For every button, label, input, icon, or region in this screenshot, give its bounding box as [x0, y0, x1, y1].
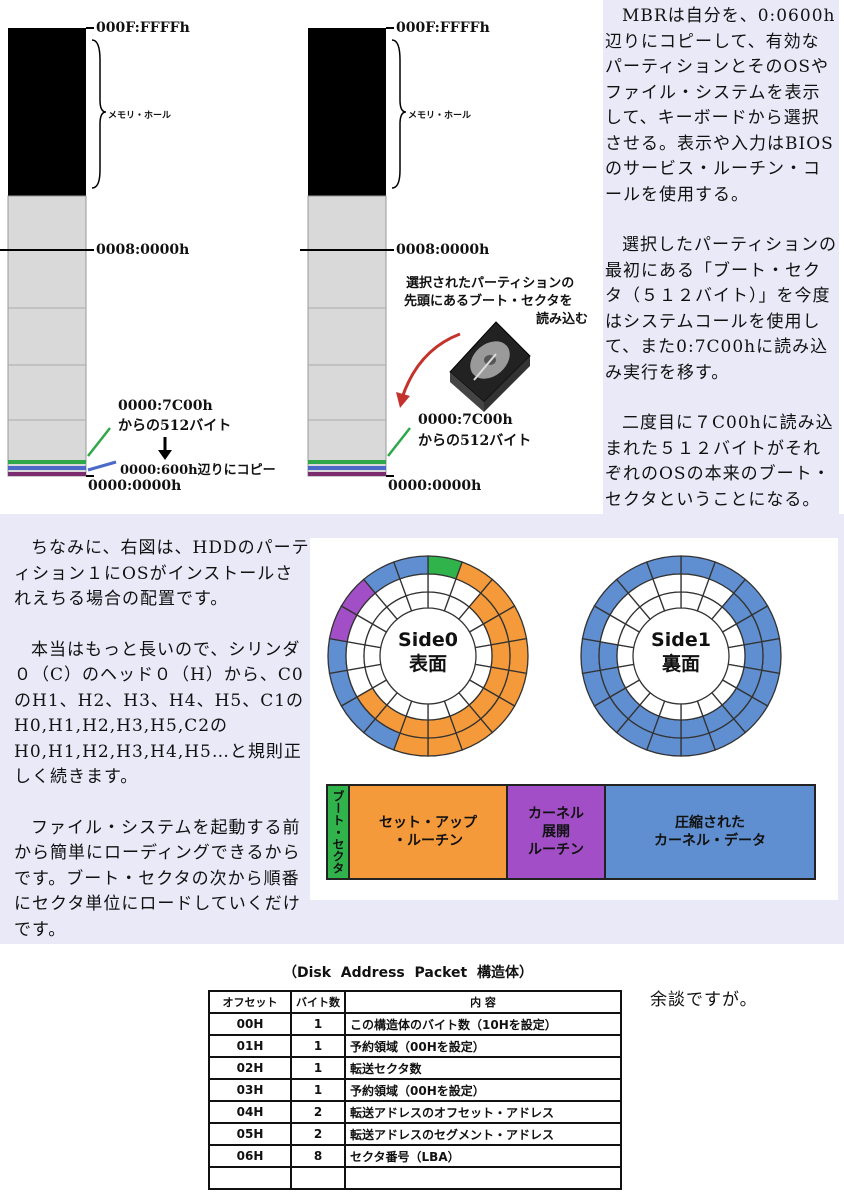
disk-sector [345, 641, 366, 671]
load-annotation-1: 選択されたパーティションの [406, 276, 575, 291]
offset-cell [208, 1166, 292, 1190]
bottom-address-left: 0000:0000h [88, 478, 182, 494]
disk-sector [743, 641, 764, 671]
memory-map-left: 000F:FFFFh メモリ・ホール 0008:0000h 0000:7C00h… [0, 0, 300, 510]
bytes-cell [290, 1166, 346, 1190]
aside-note: 余談ですが。 [650, 990, 758, 1010]
disk-sector [327, 637, 348, 675]
left-paragraph: ちなみに、右図は、HDDのパーティション１にOSがインストールされえちる場合の配… [14, 538, 310, 609]
copy-label: 0000:600h辺りにコピー [120, 463, 276, 478]
offset-cell: 00H [208, 1012, 292, 1036]
side0-line2: 表面 [408, 653, 447, 675]
content-cell: 転送アドレスのオフセット・アドレス [344, 1100, 622, 1124]
bytes-cell: 8 [290, 1144, 346, 1168]
left-paragraph: ファイル・システムを起動する前から簡単にローディングできるからです。ブート・セク… [14, 817, 301, 940]
offset-cell: 01H [208, 1034, 292, 1058]
content-cell: この構造体のバイト数（10Hを設定） [344, 1012, 622, 1036]
boot-sector-block: ブート・セクタ [328, 786, 350, 878]
header-offset: オフセット [208, 990, 292, 1014]
mid-address-left: 0008:0000h [96, 242, 190, 258]
disk-sector [727, 644, 746, 668]
disk-sector [580, 637, 601, 675]
side0-line1: Side0 [398, 629, 458, 651]
disk-platters [327, 555, 782, 757]
load-annotation-3: 読み込む [536, 312, 589, 327]
dap-table-header: オフセット バイト数 内 容 [208, 990, 622, 1014]
content-cell: 予約領域（00Hを設定） [344, 1078, 622, 1102]
bytes-cell: 2 [290, 1100, 346, 1124]
hard-disk-icon [449, 321, 531, 412]
offset-cell: 06H [208, 1144, 292, 1168]
load-annotation-2: 先頭にあるブート・セクタを [404, 294, 573, 309]
side1-line2: 裏面 [661, 653, 700, 675]
kernel-expand-block: カーネル 展開 ルーチン [508, 786, 606, 878]
boot-addr-left-2: からの512バイト [118, 418, 232, 434]
bytes-cell: 1 [290, 1012, 346, 1036]
bytes-cell: 1 [290, 1056, 346, 1080]
kernel-layout-bar: ブート・セクタ セット・アップ ・ルーチン カーネル 展開 ルーチン 圧縮された… [326, 784, 816, 880]
side1-line1: Side1 [651, 629, 711, 651]
mid-address-right: 0008:0000h [396, 242, 490, 258]
right-explanation: MBRは自分を、0:0600h辺りにコピーして、有効なパーティションとそのOSや… [603, 0, 839, 532]
right-paragraph: 選択したパーティションの最初にある「ブート・セクタ（５１２バイト）」を今度はシス… [605, 235, 837, 383]
top-address-left: 000F:FFFFh [96, 20, 190, 36]
disk-sector [474, 644, 493, 668]
disk-sector [363, 644, 382, 668]
side1-label: Side1 裏面 [643, 628, 719, 676]
top-address-right: 000F:FFFFh [396, 20, 490, 36]
memory-map-right: 000F:FFFFh メモリ・ホール 0008:0000h 選択されたパーティシ… [300, 0, 600, 510]
content-cell: セクタ番号（LBA） [344, 1144, 622, 1168]
header-bytes: バイト数 [290, 990, 346, 1014]
right-paragraph: 二度目に７C00hに読み込まれた５１２バイトがそれぞれのOSの本来のブート・セク… [605, 413, 834, 510]
memory-hole-label-right: メモリ・ホール [408, 111, 472, 121]
disk-sector [490, 641, 511, 671]
offset-cell: 04H [208, 1100, 292, 1124]
memory-map-right-graphic [300, 27, 531, 477]
right-paragraph: MBRは自分を、0:0600h辺りにコピーして、有効なパーティションとそのOSや… [605, 6, 836, 205]
dap-table-title: （Disk Address Packet 構造体） [282, 965, 533, 981]
setup-routine-block: セット・アップ ・ルーチン [350, 786, 508, 878]
offset-cell: 05H [208, 1122, 292, 1146]
content-cell [344, 1166, 622, 1190]
boot-addr-right-1: 0000:7C00h [418, 412, 513, 428]
header-content: 内 容 [344, 990, 622, 1014]
memory-map-left-graphic [0, 27, 172, 477]
disk-sector [508, 637, 529, 675]
disk-sector [405, 591, 429, 612]
boot-addr-right-2: からの512バイト [418, 433, 532, 449]
disk-sector [761, 637, 782, 675]
side0-label: Side0 表面 [390, 628, 466, 676]
disk-sector [616, 644, 635, 668]
memory-hole-label-left: メモリ・ホール [108, 111, 172, 121]
content-cell: 転送セクタ数 [344, 1056, 622, 1080]
dap-table-panel: （Disk Address Packet 構造体） オフセット バイト数 内 容… [190, 944, 626, 1200]
disk-sector [658, 591, 682, 612]
content-cell: 予約領域（00Hを設定） [344, 1034, 622, 1058]
offset-cell: 02H [208, 1056, 292, 1080]
bottom-address-right: 0000:0000h [388, 478, 482, 494]
compressed-kernel-block: 圧縮された カーネル・データ [606, 786, 814, 878]
bytes-cell: 1 [290, 1034, 346, 1058]
left-paragraph: 本当はもっと長いので、シリンダ０（C）のヘッド０（H）から、C0のH1、H2、H… [14, 639, 305, 788]
left-explanation: ちなみに、右図は、HDDのパーティション１にOSがインストールされえちる場合の配… [14, 536, 310, 968]
bytes-cell: 2 [290, 1122, 346, 1146]
content-cell: 転送アドレスのセグメント・アドレス [344, 1122, 622, 1146]
table-row [208, 1166, 622, 1190]
boot-addr-left-1: 0000:7C00h [118, 398, 213, 414]
disk-diagram: Side0 表面 Side1 裏面 ブート・セクタ セット・アップ ・ルーチン … [310, 538, 838, 900]
bytes-cell: 1 [290, 1078, 346, 1102]
offset-cell: 03H [208, 1078, 292, 1102]
disk-sector [598, 641, 619, 671]
